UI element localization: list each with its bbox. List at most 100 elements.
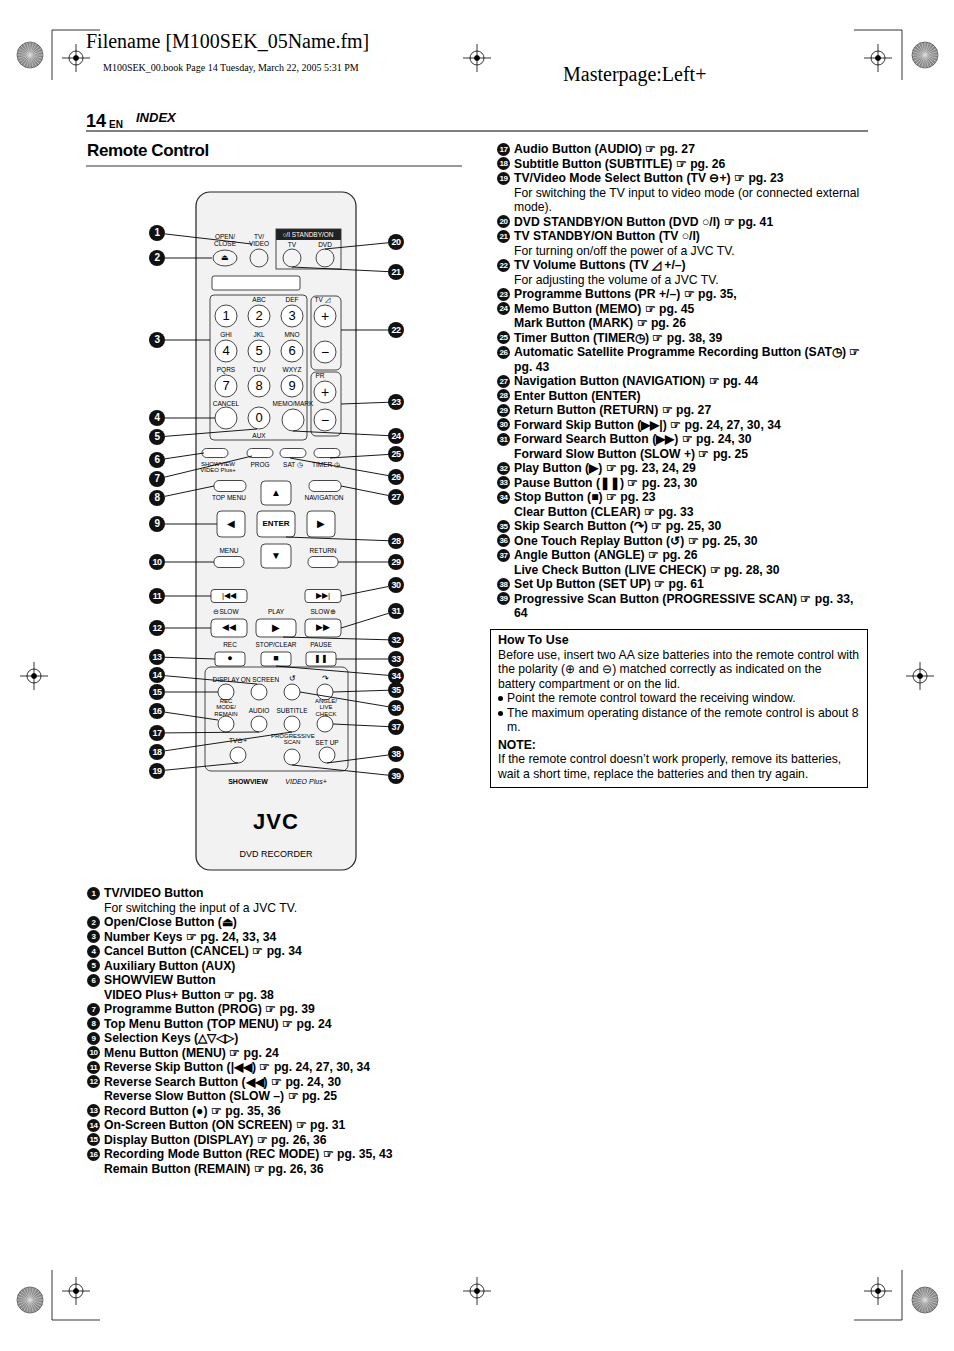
index-item: 7Programme Button (PROG) ☞ pg. 39 [87,1002,459,1017]
button [261,544,291,568]
callout-number: 12 [149,620,165,636]
callout-number: 22 [497,259,510,272]
index-item: 17Audio Button (AUDIO) ☞ pg. 27 [497,142,869,157]
rosette-ray [30,1297,43,1300]
callout-number: 32 [497,462,510,475]
button [284,684,300,700]
index-entry: Reverse Slow Button (SLOW –) ☞ pg. 25 [104,1089,459,1104]
index-entry: Timer Button (TIMER◷) ☞ pg. 38, 39 [514,331,869,346]
leader-line [165,524,217,525]
index-item: 28Enter Button (ENTER) [497,389,869,404]
rosette [17,42,43,68]
index-item: 4Cancel Button (CANCEL) ☞ pg. 34 [87,944,459,959]
button [218,716,234,732]
button-label: ▶▶| [316,592,330,600]
page-title: Remote Control [87,141,209,161]
index-note: For turning on/off the power of a JVC TV… [514,244,869,259]
index-entry: Programme Button (PROG) ☞ pg. 39 [104,1002,459,1017]
callout-number: 36 [388,700,404,716]
button-label: ▶ [272,623,280,634]
callout-number: 31 [388,603,404,619]
leader-line [333,690,388,692]
crosshair-dot [876,1289,881,1294]
bullet-dot [498,696,503,701]
callout-number: 39 [388,768,404,784]
button-label: PAUSE [310,642,332,649]
button-label: ◀◀ [222,623,236,632]
callout-number: 33 [497,476,510,489]
index-entry: Forward Search Button (▶▶) ☞ pg. 24, 30 [514,432,869,447]
number-key [215,305,237,327]
bullet-text: The maximum operating distance of the re… [507,706,860,735]
button-label: ● [227,654,232,663]
button-label: ⏏ [221,254,229,262]
rosette-ray [919,1289,926,1300]
button [309,481,341,492]
rosette-ray [925,1294,936,1301]
index-item: 27Navigation Button (NAVIGATION) ☞ pg. 4… [497,374,869,389]
button-label: 0 [255,411,262,425]
callout-number: 29 [388,554,404,570]
index-item: 20DVD STANDBY/ON Button (DVD ○/I) ☞ pg. … [497,215,869,230]
leader-line [333,724,388,727]
button-label: 7 [222,379,229,393]
button-label: DEF [286,297,299,304]
callout-number: 19 [149,763,165,779]
button-label: ENTER [262,520,289,528]
button-label: DISPLAY [213,677,240,684]
button-label: 5 [255,344,262,358]
callout-number: 9 [149,516,165,532]
index-item: 35Skip Search Button (↷) ☞ pg. 25, 30 [497,519,869,534]
rosette-ray [912,55,925,58]
index-column: 1TV/VIDEO ButtonFor switching the input … [87,886,459,1176]
index-item: 30Forward Skip Button (▶▶|) ☞ pg. 24, 27… [497,418,869,433]
leader-line [293,431,388,436]
rosette-ray [24,1289,31,1300]
button-label: − [321,345,329,360]
rosette-ray [922,1287,925,1300]
index-entry: TV STANDBY/ON Button (TV ○/I) [514,229,869,244]
callout-number: 16 [87,1148,100,1161]
index-entry: Live Check Button (LIVE CHECK) ☞ pg. 28,… [514,563,869,578]
button-label: AUDIO [249,708,270,715]
button-label: TV ◿ [314,297,329,304]
index-note: For switching the TV input to video mode… [514,186,869,215]
button-label: ↷ [322,675,329,683]
callout-number: 27 [497,375,510,388]
index-entry: Display Button (DISPLAY) ☞ pg. 26, 36 [104,1133,459,1148]
button [215,407,237,429]
note-text: Before use, insert two AA size batteries… [498,648,860,692]
button-label: ▼ [271,551,281,562]
callout-number: 20 [388,234,404,250]
callout-number: 13 [87,1104,100,1117]
button-label: 2 [255,309,262,323]
index-item: 11Reverse Skip Button (|◀◀) ☞ pg. 24, 27… [87,1060,459,1075]
box-heading: How To Use [498,633,860,648]
crop-mark [52,1320,100,1321]
rosette-ray [912,1300,925,1303]
button-label: REC MODE/ REMAIN [210,698,242,717]
button [314,341,336,363]
rosette-ray [19,1300,30,1307]
button [251,684,267,700]
leader-line [330,454,388,458]
callout-number: 25 [497,331,510,344]
button-label: SET UP [315,740,338,747]
button [308,557,338,568]
index-entry: Forward Slow Button (SLOW +) ☞ pg. 25 [514,447,869,462]
rosette-ray [922,42,925,55]
bullet-row: Point the remote control toward the rece… [498,691,860,706]
leader-line [300,692,388,707]
button-label: 9 [288,379,295,393]
button [261,481,291,505]
callout-number: 7 [149,471,165,487]
button [251,716,267,732]
leader-line [338,562,388,563]
callout-number: 27 [388,489,404,505]
rosette-ray [914,55,925,62]
callout-number: 17 [149,725,165,741]
button-label: PQRS [217,367,235,374]
button [314,409,336,431]
leader-line [341,587,388,596]
rosette-ray [914,1300,925,1307]
